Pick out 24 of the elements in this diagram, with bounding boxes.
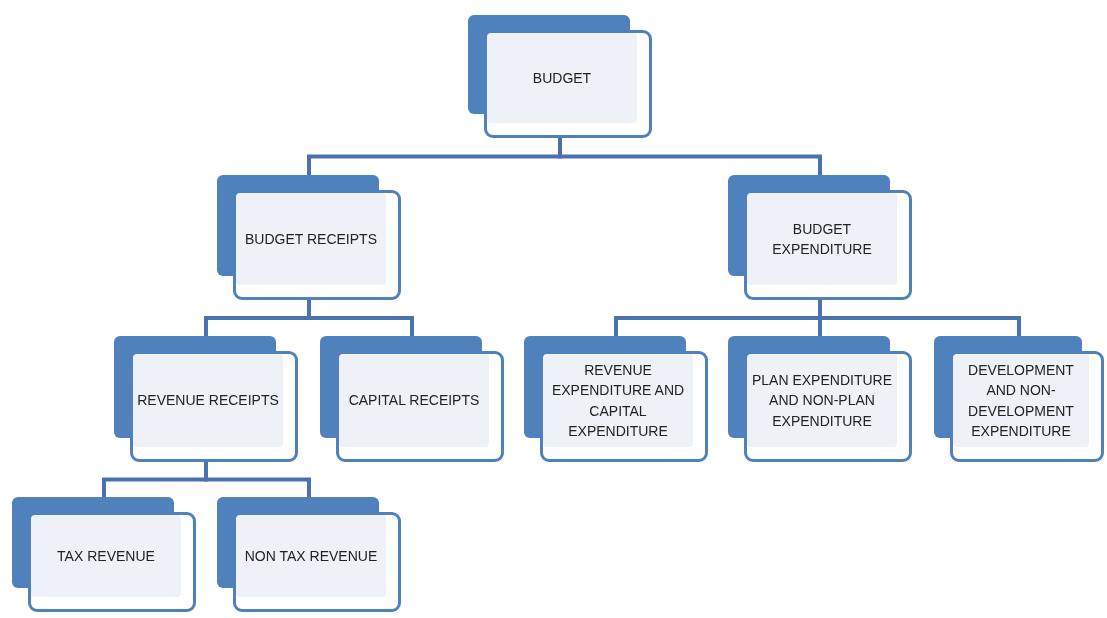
org-chart-card [114, 336, 298, 462]
org-chart-card [934, 336, 1104, 462]
org-chart-card [728, 175, 912, 300]
card-label: REVENUE EXPENDITURE AND CAPITAL EXPENDITURE [550, 360, 686, 441]
connector-line [558, 138, 822, 175]
org-chart-card [217, 175, 401, 300]
card-label: DEVELOPMENT AND NON-DEVELOPMENT EXPENDITURE [967, 360, 1075, 441]
org-chart-card [468, 15, 652, 138]
card-label: BUDGET [531, 68, 593, 88]
org-chart-card [217, 497, 401, 612]
connector-line [818, 300, 1021, 336]
card-label: REVENUE RECEIPTS [136, 391, 280, 411]
org-chart-card [12, 497, 196, 612]
card-label: PLAN EXPENDITURE AND NON-PLAN EXPENDITURE [750, 371, 893, 431]
connector-line [204, 462, 311, 497]
org-chart-card [320, 336, 504, 462]
card-label: BUDGET RECEIPTS [244, 229, 378, 249]
card-label: CAPITAL RECEIPTS [347, 391, 481, 411]
card-label: BUDGET EXPENDITURE [771, 219, 873, 259]
org-chart-card [728, 336, 912, 462]
connector-line [307, 300, 414, 336]
org-chart-card [524, 336, 708, 462]
card-label: TAX REVENUE [56, 546, 156, 566]
card-label: NON TAX REVENUE [243, 546, 379, 566]
